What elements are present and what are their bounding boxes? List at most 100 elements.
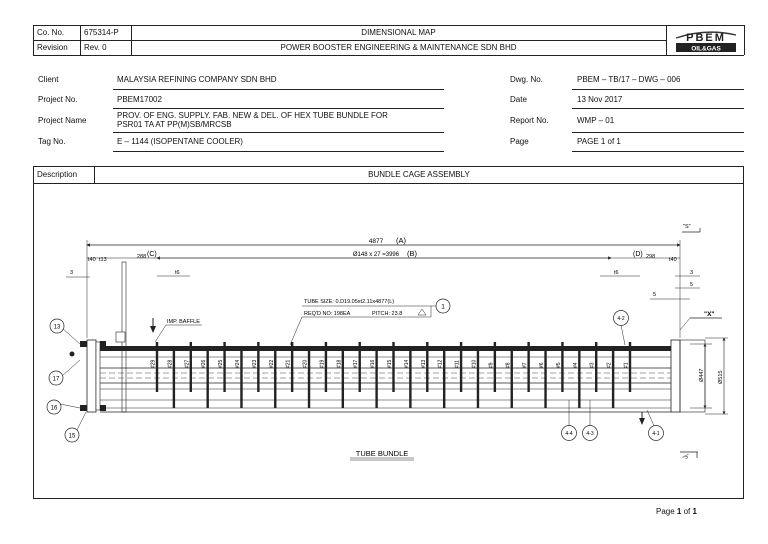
baffle-plate: [561, 342, 564, 392]
project-name-line2: PSR01 TA AT PP(M)SB/MRCSB: [117, 120, 232, 129]
balloon-4-4: 4-4: [561, 400, 577, 441]
impingement-baffle-note: IMP. BAFFLE: [150, 318, 202, 343]
client-label: Client: [38, 75, 59, 84]
baffle-plate: [595, 342, 598, 392]
baffle-label: #15: [387, 359, 393, 368]
svg-text:13: 13: [54, 325, 61, 331]
baffle-plate: [172, 346, 176, 408]
svg-text:t40: t40: [88, 257, 96, 263]
page-value: PAGE 1 of 1: [577, 137, 621, 146]
svg-text:TUBE SIZE: 0.D19.05xt2.11x4877: TUBE SIZE: 0.D19.05xt2.11x4877(L): [304, 299, 394, 305]
project-name-line1: PROV. OF ENG. SUPPLY. FAB. NEW & DEL. OF…: [117, 111, 388, 120]
page-footer: Page 1 of 1: [656, 508, 697, 516]
baffle-label: #24: [235, 359, 241, 368]
document-title: DIMENSIONAL MAP: [361, 28, 436, 37]
svg-text:1: 1: [441, 304, 445, 311]
svg-text:4-2: 4-2: [617, 316, 624, 322]
baffle-plate: [611, 346, 615, 408]
balloon-4-1: 4-1: [639, 409, 664, 441]
view-x-marker: "X": [679, 311, 722, 331]
balloon-1: 1: [435, 298, 451, 314]
baffle-label: #12: [438, 359, 444, 368]
svg-text:(D): (D): [633, 251, 643, 258]
svg-text:288: 288: [137, 254, 146, 260]
baffle-label: #3: [590, 362, 596, 368]
baffle-label: #13: [421, 359, 427, 368]
baffle-plate: [527, 342, 530, 392]
tube-bundle-drawing: 4877 (A) Ø148 x 27 =3996 (B) t40 t13 288…: [46, 224, 728, 462]
tube-bundle-body: [100, 346, 671, 413]
baffle-plate: [358, 342, 361, 392]
revision-label: Revision: [37, 43, 68, 52]
baffle-plate: [206, 346, 209, 408]
description-label: Description: [37, 170, 78, 179]
logo-subtext: OIL&GAS: [691, 46, 721, 53]
baffle-plate: [459, 342, 463, 392]
balloon-16: 16: [46, 399, 81, 415]
project-name-label: Project Name: [38, 116, 87, 125]
dimension-b: Ø148 x 27 =3996 (B): [156, 249, 612, 260]
baffle-label: #14: [404, 359, 410, 368]
company-name: POWER BOOSTER ENGINEERING & MAINTENANCE …: [280, 43, 517, 52]
tubesheet-left: [69, 261, 127, 413]
baffle-plate: [442, 346, 446, 408]
baffle-label: #5: [556, 362, 562, 368]
baffle-label: #2: [607, 362, 613, 368]
baffle-plate: [628, 342, 632, 392]
svg-text:5: 5: [690, 282, 693, 288]
svg-text:3: 3: [70, 270, 73, 276]
baffle-plate: [257, 342, 260, 392]
svg-text:IMP. BAFFLE: IMP. BAFFLE: [167, 319, 200, 325]
co-no-value: 675314-P: [84, 28, 119, 37]
baffle-label: #26: [201, 359, 207, 368]
revision-value: Rev. 0: [84, 43, 107, 52]
baffle-plate: [240, 346, 243, 408]
balloon-15: 15: [64, 411, 87, 443]
svg-text:t40: t40: [669, 257, 677, 263]
footer-page-number: 1: [676, 507, 682, 516]
baffle-plate: [392, 342, 395, 392]
pbem-logo: PBEM OIL&GAS: [670, 26, 742, 54]
svg-text:(A): (A): [396, 236, 407, 245]
svg-text:4877: 4877: [369, 238, 384, 245]
balloon-17: 17: [48, 359, 81, 386]
baffle-plate: [510, 346, 513, 408]
view-s-bottom-marker: "S": [680, 451, 698, 462]
svg-text:(B): (B): [407, 249, 418, 258]
svg-text:TUBE BUNDLE: TUBE BUNDLE: [356, 449, 409, 458]
footer-page-prefix: Page: [656, 507, 677, 516]
diameter-dimensions: Ø447 Ø515: [690, 337, 728, 415]
svg-text:5: 5: [653, 292, 656, 298]
view-s-top-marker: "S": [682, 224, 701, 233]
baffle-label: #16: [370, 359, 376, 368]
co-no-label: Co. No.: [37, 28, 65, 37]
svg-text:(C): (C): [147, 251, 157, 258]
right-dimensions: (D) 298 t40 t6 3 5 5: [600, 251, 700, 300]
tube-bundle-title: TUBE BUNDLE: [350, 449, 414, 461]
baffle-plate: [324, 342, 328, 392]
baffle-plate: [341, 346, 345, 408]
baffle-label: #9: [488, 362, 494, 368]
svg-text:Ø447: Ø447: [699, 369, 705, 382]
baffle-plate: [375, 346, 378, 408]
baffle-label: #23: [252, 359, 258, 368]
svg-text:4-1: 4-1: [652, 431, 659, 437]
baffle-label: #17: [353, 359, 359, 368]
baffle-plates: #29#28#27#26#25#24#23#22#21#20#19#18#17#…: [151, 342, 632, 408]
baffle-plate: [223, 342, 226, 392]
baffle-plate: [290, 342, 294, 392]
svg-text:"X": "X": [704, 311, 715, 318]
tag-no-value: E – 1144 (ISOPENTANE COOLER): [117, 137, 243, 146]
svg-text:4-4: 4-4: [565, 431, 572, 437]
baffle-label: #6: [539, 362, 545, 368]
baffle-plate: [476, 346, 480, 408]
logo-text: PBEM: [686, 32, 726, 44]
svg-text:298: 298: [646, 254, 655, 260]
baffle-label: #20: [303, 359, 309, 368]
project-no-value: PBEM17002: [117, 95, 162, 104]
page-label: Page: [510, 137, 529, 146]
baffle-label: #1: [624, 362, 630, 368]
svg-text:3: 3: [690, 270, 693, 276]
baffle-label: #22: [269, 359, 275, 368]
description-value: BUNDLE CAGE ASSEMBLY: [368, 170, 470, 179]
